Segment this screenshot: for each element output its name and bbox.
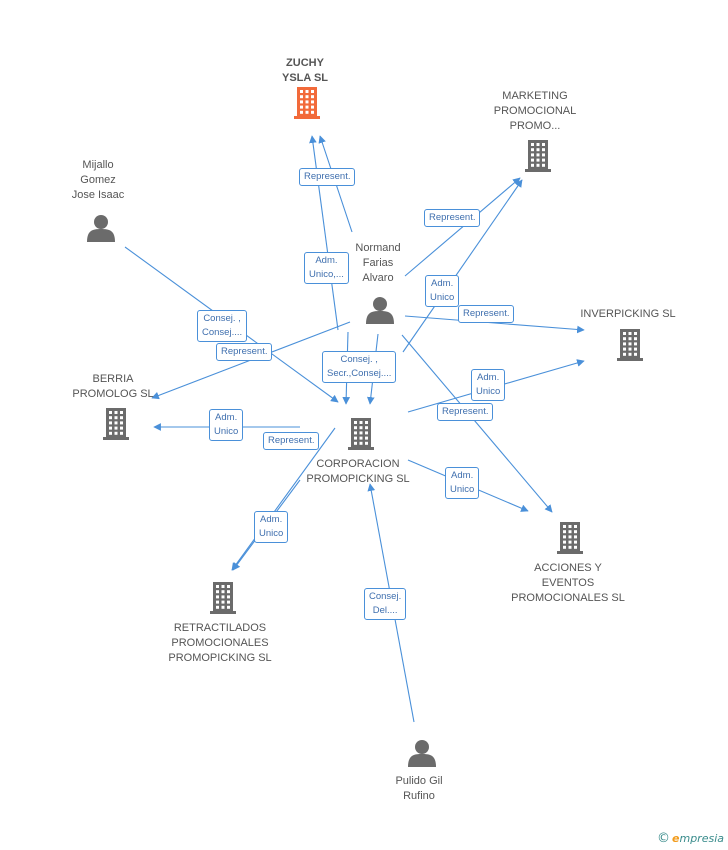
person-icon[interactable] — [408, 740, 436, 767]
relation-label-line: Adm. — [215, 412, 238, 423]
node-label-line: Mijallo — [82, 159, 114, 171]
node-label-line: PROMOCIONAL — [493, 105, 577, 117]
node-label-line: Normand — [355, 242, 401, 254]
node-label-line: ZUCHY — [286, 57, 324, 69]
relation-label-line: Adm. — [431, 278, 454, 289]
edge-line — [404, 315, 585, 334]
relation-label-line: Represent. — [221, 346, 268, 357]
relation-label[interactable]: Adm. Unico — [254, 511, 289, 543]
relation-label[interactable]: Represent. — [263, 432, 320, 450]
relation-label-line: Unico — [430, 292, 455, 303]
relation-label-line: Unico — [450, 484, 475, 495]
node-label-line: Pulido Gil — [395, 775, 443, 787]
node-label-acciones[interactable]: ACCIONES Y EVENTOS PROMOCIONALES SL — [511, 561, 625, 606]
building-icon[interactable] — [103, 408, 129, 440]
relation-label-line: Del.... — [372, 605, 398, 616]
building-icon[interactable] — [617, 329, 643, 361]
node-label-line: MARKETING — [502, 90, 568, 102]
relation-label-line: Unico — [214, 426, 239, 437]
node-icons — [85, 85, 646, 771]
node-label-retractilados[interactable]: RETRACTILADOS PROMOCIONALES PROMOPICKING S… — [168, 621, 271, 666]
edge-line — [401, 334, 553, 513]
relation-label-line: Consej.... — [202, 327, 243, 338]
edge-line — [309, 135, 339, 331]
node-label-line: INVERPICKING SL — [580, 308, 676, 320]
building-icon[interactable] — [525, 140, 551, 172]
relation-label[interactable]: Represent. — [437, 403, 494, 421]
relation-label-line: Adm. — [260, 514, 283, 525]
copyright-icon: © — [657, 831, 671, 846]
node-label-corporacion[interactable]: CORPORACION PROMOPICKING SL — [306, 457, 409, 487]
person-icon[interactable] — [366, 297, 394, 324]
building-icon[interactable] — [210, 582, 236, 614]
relation-label-line: Represent. — [442, 406, 489, 417]
node-label-line: Farias — [362, 257, 394, 269]
relation-label-line: Represent. — [463, 308, 510, 319]
node-label-berria[interactable]: BERRIA PROMOLOG SL — [72, 372, 153, 402]
relation-label-line: Consej. , — [203, 313, 241, 324]
building-icon[interactable] — [557, 522, 583, 554]
node-label-zuchy[interactable]: ZUCHY YSLA SL — [282, 56, 328, 86]
relation-label-line: Adm. — [315, 255, 338, 266]
node-label-line: PROMOCIONALES SL — [511, 592, 625, 604]
relation-label-line: Adm. — [451, 470, 474, 481]
relation-label-line: Consej. — [369, 591, 402, 602]
relation-label-line: Represent. — [268, 435, 315, 446]
relation-label[interactable]: Represent. — [424, 209, 481, 227]
node-label-line: PROMOCIONALES — [171, 637, 269, 649]
relation-label-line: Consej. , — [340, 354, 378, 365]
node-label-line: ACCIONES Y — [534, 562, 602, 574]
node-label-line: PROMOPICKING SL — [168, 652, 272, 664]
node-label-inverpicking[interactable]: INVERPICKING SL — [580, 307, 675, 322]
edge-line — [231, 427, 336, 571]
node-label-line: BERRIA — [92, 373, 134, 385]
relation-label[interactable]: Adm. Unico — [471, 369, 506, 401]
empresia-brand[interactable]: ©empresia — [657, 831, 724, 846]
relation-label-line: Unico — [476, 386, 501, 397]
building-icon[interactable] — [348, 418, 374, 450]
relation-label[interactable]: Adm. Unico,... — [304, 252, 349, 284]
brand-name: mpresia — [679, 832, 724, 845]
person-icon[interactable] — [87, 215, 115, 242]
node-label-line: Rufino — [403, 790, 435, 802]
node-label-line: Alvaro — [362, 272, 394, 284]
brand-initial: e — [672, 832, 680, 845]
relation-label[interactable]: Consej. , Consej.... — [197, 310, 248, 342]
node-label-marketing[interactable]: MARKETING PROMOCIONAL PROMO... — [494, 89, 577, 134]
edge-line — [402, 179, 523, 353]
relation-label-line: Represent. — [304, 171, 351, 182]
relation-label[interactable]: Consej. Del.... — [364, 588, 407, 620]
relation-label[interactable]: Adm. Unico — [445, 467, 480, 499]
node-label-line: PROMOPICKING SL — [306, 473, 410, 485]
node-label-line: RETRACTILADOS — [173, 622, 267, 634]
node-label-line: Gomez — [80, 174, 116, 186]
node-label-line: PROMOLOG SL — [72, 388, 154, 400]
relation-label[interactable]: Adm. Unico — [425, 275, 460, 307]
relation-label-line: Unico — [259, 528, 284, 539]
node-label-line: EVENTOS — [541, 577, 595, 589]
node-label-line: PROMO... — [509, 120, 561, 132]
node-label-line: Jose Isaac — [71, 189, 125, 201]
relation-label-line: Secr.,Consej.... — [327, 368, 392, 379]
relation-label[interactable]: Represent. — [216, 343, 273, 361]
node-label-line: YSLA SL — [281, 72, 329, 84]
relation-label[interactable]: Consej. , Secr.,Consej.... — [322, 351, 397, 383]
relation-label[interactable]: Represent. — [458, 305, 515, 323]
relation-label-line: Adm. — [477, 372, 500, 383]
relation-label-line: Represent. — [429, 212, 476, 223]
building-icon[interactable] — [294, 87, 320, 119]
relation-label[interactable]: Represent. — [299, 168, 356, 186]
edge-line — [404, 177, 521, 277]
relation-label[interactable]: Adm. Unico — [209, 409, 244, 441]
relation-label-line: Unico,... — [309, 269, 344, 280]
node-label-line: CORPORACION — [316, 458, 400, 470]
